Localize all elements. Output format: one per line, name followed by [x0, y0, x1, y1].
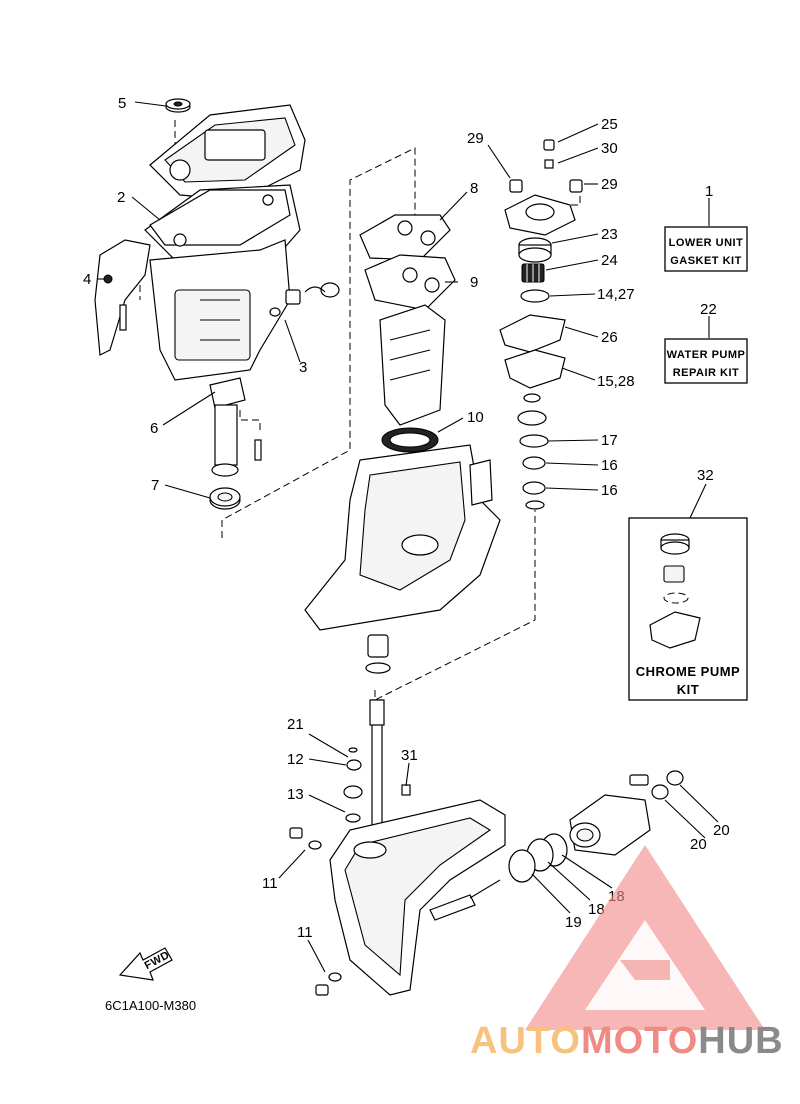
- callout-19: 19: [565, 914, 582, 931]
- callout-23: 23: [601, 226, 618, 243]
- lower-unit-gasket-kit-box: LOWER UNIT GASKET KIT: [664, 226, 748, 272]
- gasket-10: [381, 427, 439, 453]
- screw-11-upper: [289, 827, 322, 850]
- spline-coupler: [365, 634, 391, 674]
- callout-5: 5: [118, 95, 126, 112]
- diagram-code: 6C1A100-M380: [105, 998, 196, 1013]
- automotohub-watermark: AUTOMOTOHUB: [470, 845, 784, 1062]
- watermark-moto: MOTO: [581, 1020, 698, 1062]
- seal-5: [165, 98, 191, 113]
- seal-7: [209, 487, 241, 510]
- callout-31: 31: [401, 747, 418, 764]
- insert-cartridge-23: [518, 237, 552, 263]
- callout-32: 32: [697, 467, 714, 484]
- callout-3: 3: [299, 359, 307, 376]
- callout-1: 1: [705, 183, 713, 200]
- o-rings-18-19: [508, 833, 568, 883]
- callout-12: 12: [287, 751, 304, 768]
- callout-8: 8: [470, 180, 478, 197]
- chrome-kit-line2: KIT: [677, 682, 699, 697]
- callout-21: 21: [287, 716, 304, 733]
- callout-25: 25: [601, 116, 618, 133]
- callout-29-right: 29: [601, 176, 618, 193]
- gasket-8: [359, 214, 451, 261]
- pump-housing-top: [504, 139, 583, 236]
- callout-6: 6: [150, 420, 158, 437]
- callout-22: 22: [700, 301, 717, 318]
- gasket-2: [149, 189, 291, 247]
- svg-text:AUTOMOTOHUB: AUTOMOTOHUB: [470, 1020, 784, 1062]
- callout-11-lower: 11: [297, 924, 313, 941]
- upper-case: [304, 444, 501, 631]
- callout-4: 4: [83, 271, 91, 288]
- impeller-24: [521, 263, 545, 283]
- plate-26: [499, 314, 566, 353]
- bracket-4: [94, 239, 151, 356]
- callout-20-lower: 20: [690, 836, 707, 853]
- callout-30: 30: [601, 140, 618, 157]
- water-pump-repair-kit-box: WATER PUMP REPAIR KIT: [664, 338, 748, 384]
- callout-26: 26: [601, 329, 618, 346]
- callout-labels: 5 2 4 3 6 7 8 9 10 29 25 30 29 23 24 14,…: [83, 95, 736, 941]
- gasket-kit-line1: LOWER UNIT: [669, 237, 744, 249]
- callout-9: 9: [470, 274, 478, 291]
- callout-20-upper: 20: [713, 822, 730, 839]
- gasket-kit-line2: GASKET KIT: [670, 255, 742, 267]
- fittings-3: [269, 282, 340, 317]
- callout-24: 24: [601, 252, 618, 269]
- callout-16-upper: 16: [601, 457, 618, 474]
- watermark-auto: AUTO: [470, 1020, 581, 1062]
- o-ring-14-27: [520, 289, 550, 303]
- repair-kit-line1: WATER PUMP: [667, 349, 746, 361]
- leader-lines: [98, 101, 719, 973]
- pump-small-parts: [517, 393, 549, 510]
- gasket-9: [364, 254, 456, 311]
- drive-shaft: [343, 699, 411, 831]
- fwd-arrow: FWD: [118, 947, 173, 981]
- callout-29-left: 29: [467, 130, 484, 147]
- callout-7: 7: [151, 477, 159, 494]
- lower-case: [329, 799, 506, 996]
- plate-6: [209, 377, 262, 477]
- repair-kit-line2: REPAIR KIT: [673, 367, 740, 379]
- watermark-hub: HUB: [698, 1020, 783, 1062]
- callout-16-lower: 16: [601, 482, 618, 499]
- callout-14-27: 14,27: [597, 286, 635, 303]
- chrome-pump-kit-box: CHROME PUMP KIT: [628, 517, 748, 701]
- callout-17: 17: [601, 432, 618, 449]
- exhaust-guide: [379, 304, 446, 426]
- callout-2: 2: [117, 189, 125, 206]
- prop-shaft-housing: [569, 770, 684, 856]
- callout-13: 13: [287, 786, 304, 803]
- screw-11-lower: [315, 972, 342, 996]
- watermark-triangle: [525, 845, 765, 1030]
- gasket-15-28: [504, 349, 566, 389]
- callout-15-28: 15,28: [597, 373, 635, 390]
- chrome-kit-line1: CHROME PUMP: [636, 664, 740, 679]
- callout-10: 10: [467, 409, 484, 426]
- callout-11-upper: 11: [262, 875, 278, 892]
